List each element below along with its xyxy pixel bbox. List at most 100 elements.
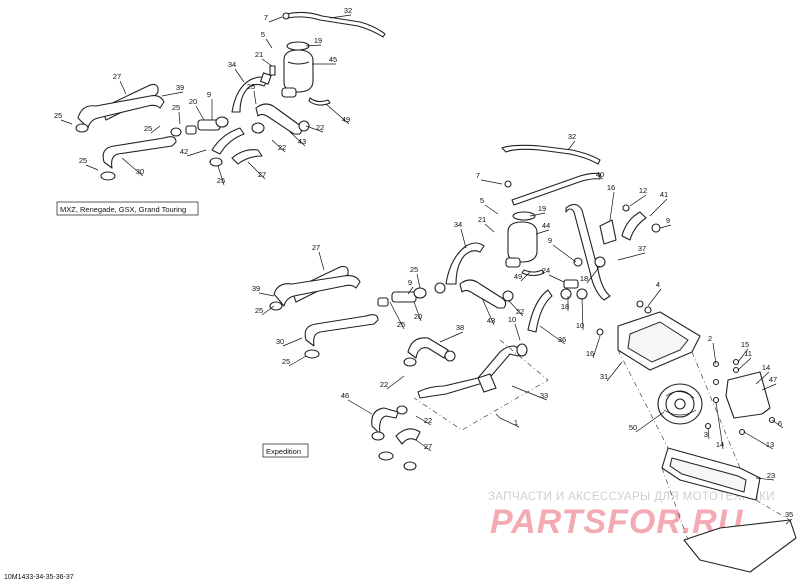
callout-leader <box>85 164 99 171</box>
coolant-reservoir[interactable] <box>283 49 314 93</box>
callout-number: 34 <box>228 60 236 69</box>
callout-leader <box>755 371 770 385</box>
hose-34-exp[interactable] <box>445 242 485 285</box>
callout-leader <box>617 252 646 261</box>
callout-leader <box>597 175 604 180</box>
reservoir-strap[interactable] <box>308 97 331 106</box>
callout-leader <box>305 125 324 133</box>
hose-39-exp[interactable] <box>273 275 361 307</box>
callout-leader <box>761 383 777 391</box>
hose-42[interactable] <box>211 127 245 155</box>
hose-36[interactable] <box>527 289 553 333</box>
callout-number: 33 <box>540 391 548 400</box>
callout-number: 2 <box>708 334 712 343</box>
pipe-33[interactable] <box>417 345 523 399</box>
hose-39-upper[interactable] <box>77 95 165 129</box>
callout-number: 25 <box>247 82 255 91</box>
overflow-hose-exp[interactable] <box>501 144 601 165</box>
protector-35[interactable] <box>683 519 797 573</box>
small-fitting[interactable] <box>269 65 276 76</box>
callout-number: 12 <box>639 186 647 195</box>
hose-30-upper[interactable] <box>102 136 177 169</box>
callout-number: 16 <box>586 349 594 358</box>
callout-number: 27 <box>113 72 121 81</box>
callout-number: 27 <box>312 243 320 252</box>
callout-number: 15 <box>741 340 749 349</box>
hose-37[interactable] <box>565 203 611 301</box>
hose-clamp <box>259 72 272 85</box>
callout-leader <box>261 305 275 316</box>
callout-number: 4 <box>656 280 660 289</box>
clamp-icon[interactable] <box>282 12 290 20</box>
hose-38[interactable] <box>407 337 449 359</box>
callout-number: 49 <box>342 115 350 124</box>
callout-leader <box>481 297 495 326</box>
callout-leader <box>318 251 325 271</box>
bolt-icon[interactable] <box>622 204 630 212</box>
hose-clamp <box>651 223 661 233</box>
clamp-icon[interactable] <box>504 180 512 188</box>
callout-leader <box>520 271 531 282</box>
bracket-16[interactable] <box>599 219 617 245</box>
group-label-expedition: Expedition <box>266 447 301 456</box>
hose-clamp <box>170 127 182 137</box>
callout-leader <box>60 119 73 125</box>
callout-leader <box>649 198 668 217</box>
callout-number: 21 <box>255 50 263 59</box>
callout-number: 6 <box>778 419 782 428</box>
callout-leader <box>606 361 623 382</box>
callout-leader <box>712 342 717 365</box>
callout-number: 3 <box>704 430 708 439</box>
bracket-47[interactable] <box>725 371 771 419</box>
callout-number: 10 <box>576 321 584 330</box>
hose-46[interactable] <box>371 407 399 435</box>
callout-number: 27 <box>258 170 266 179</box>
hose-40[interactable] <box>511 172 601 206</box>
callout-leader <box>415 415 432 426</box>
callout-leader <box>282 337 303 347</box>
reservoir-cap[interactable] <box>286 41 310 51</box>
reservoir-cap-exp[interactable] <box>512 211 536 221</box>
hose-30-exp[interactable] <box>304 314 379 347</box>
callout-leader <box>329 14 352 19</box>
callout-number: 25 <box>255 306 263 315</box>
cooling-fan[interactable] <box>657 383 703 425</box>
callout-number: 22 <box>278 143 286 152</box>
hose-clamp <box>100 171 116 181</box>
pipe-outline <box>413 339 549 431</box>
callout-leader <box>743 431 774 450</box>
reservoir-strap-exp[interactable] <box>521 269 545 277</box>
hose-clamp <box>209 157 223 167</box>
callout-number: 23 <box>767 471 775 480</box>
callout-leader <box>592 335 601 359</box>
fitting-stack-exp[interactable] <box>377 282 446 307</box>
callout-number: 50 <box>629 423 637 432</box>
coolant-reservoir-exp[interactable] <box>507 221 538 263</box>
callout-leader <box>186 149 207 157</box>
fitting-stack-upper[interactable] <box>185 116 229 135</box>
callout-leader <box>460 228 467 249</box>
hardware-small[interactable] <box>596 300 776 436</box>
callout-number: 46 <box>341 391 349 400</box>
overflow-hose[interactable] <box>285 11 386 38</box>
screw-icon <box>495 413 501 419</box>
callout-leader <box>439 331 464 343</box>
assembly-line <box>661 467 689 541</box>
callout-leader <box>217 165 225 186</box>
hose-43-exp[interactable] <box>459 279 507 309</box>
group-label-box-mxz <box>56 201 199 216</box>
callout-number: 25 <box>144 124 152 133</box>
callout-number: 25 <box>79 156 87 165</box>
reservoir-outlet <box>505 257 521 268</box>
callout-number: 41 <box>660 190 668 199</box>
callout-number: 25 <box>282 357 290 366</box>
callout-number: 43 <box>487 316 495 325</box>
hose-41[interactable] <box>621 211 647 241</box>
callout-number: 47 <box>769 375 777 384</box>
hose-clamp <box>378 451 394 461</box>
hose-27-small[interactable] <box>231 149 263 165</box>
callout-leader <box>529 212 546 217</box>
callout-leader <box>253 90 257 105</box>
hose-27-exp-small[interactable] <box>395 428 421 445</box>
